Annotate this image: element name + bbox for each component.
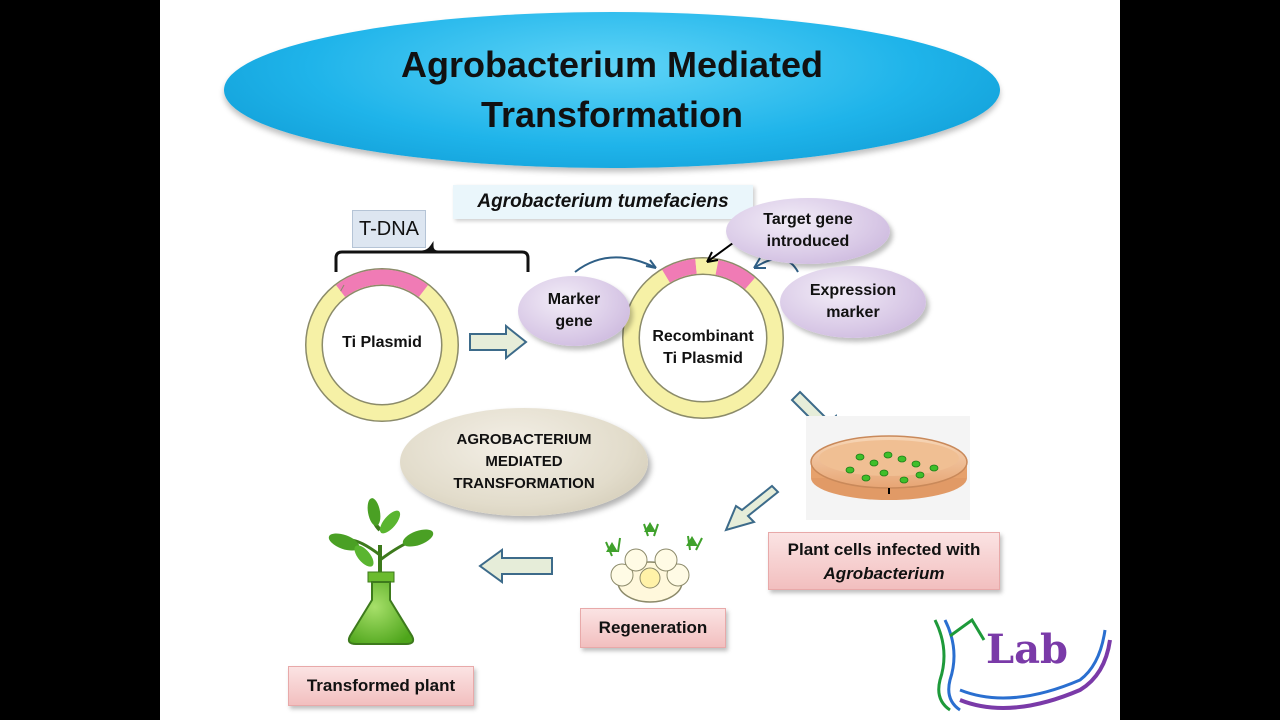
tdna-insert: [336, 269, 428, 298]
curved-arrow-marker: [574, 256, 657, 273]
recombinant-plasmid-icon: [622, 257, 784, 419]
recombinant-label: Recombinant Ti Plasmid: [652, 328, 754, 367]
lab-logo-text: Lab: [986, 626, 1069, 673]
infected-line-2: Agrobacterium: [823, 564, 945, 583]
ti-plasmid-label: Ti Plasmid: [342, 334, 422, 351]
expression-segment: [715, 260, 755, 290]
regeneration-icon: [605, 522, 703, 603]
marker-gene-oval: Marker gene: [518, 276, 630, 346]
diagram-graphics: [305, 231, 1112, 712]
tdna-label: T-DNA: [352, 210, 426, 248]
petri-dish-icon: [806, 416, 970, 520]
arrow-regeneration-to-plant: [478, 548, 553, 584]
page-title: Agrobacterium Mediated Transformation: [400, 44, 824, 135]
ti-plasmid-icon: [305, 268, 459, 422]
arrow-dish-to-regeneration: [724, 484, 780, 532]
regeneration-label: Regeneration: [580, 608, 726, 648]
infected-cells-label: Plant cells infected with Agrobacterium: [768, 532, 1000, 590]
transformed-plant-label: Transformed plant: [288, 666, 474, 706]
title-banner: Agrobacterium Mediated Transformation: [224, 12, 1000, 168]
tdna-bracket: [334, 241, 530, 272]
arrow-plasmid-to-recombinant: [469, 323, 528, 361]
flask-plant-icon: [328, 498, 434, 645]
colonies: [845, 451, 939, 484]
infected-line-1: Plant cells infected with: [787, 540, 981, 559]
target-gene-oval: Target gene introduced: [726, 198, 890, 264]
species-label: Agrobacterium tumefaciens: [453, 185, 753, 219]
lab-logo: [933, 617, 1112, 712]
marker-segment: [662, 258, 698, 283]
process-label-oval: AGROBACTERIUM MEDIATED TRANSFORMATION: [400, 408, 648, 516]
slide: Agrobacterium Mediated Transformation Ag…: [160, 0, 1120, 720]
expression-marker-oval: Expression marker: [780, 266, 926, 338]
target-segment: [695, 258, 719, 275]
